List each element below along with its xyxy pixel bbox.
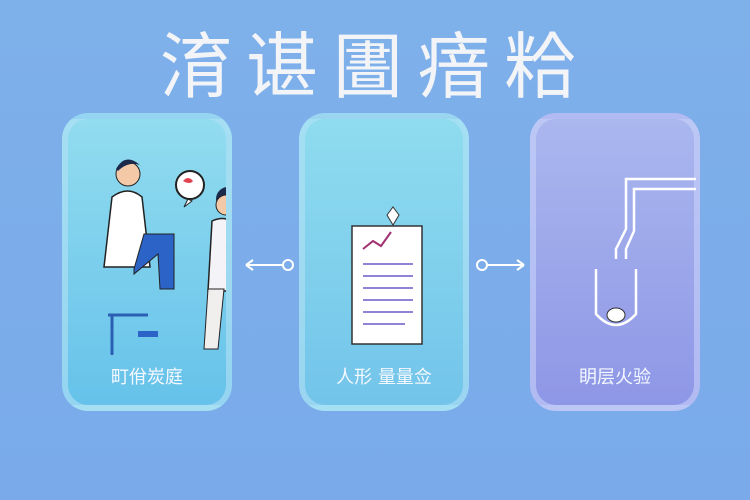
arrow-left-connector-icon xyxy=(245,259,294,271)
card-test[interactable]: 眀层火验 xyxy=(530,113,700,411)
card-label: 眀层火验 xyxy=(579,367,651,388)
arrow-right-connector-icon xyxy=(476,259,525,271)
card-label: 人形 量量佥 xyxy=(336,367,432,388)
card-report[interactable]: 人形 量量佥 xyxy=(299,113,469,411)
test-tube-icon xyxy=(594,177,696,327)
card-label: 町佾炭庭 xyxy=(111,367,183,388)
page-title: 淯谌圕瘖粭 xyxy=(159,25,590,109)
document-icon xyxy=(351,206,423,345)
doctor-patient-icon xyxy=(103,159,226,355)
card-consultation[interactable]: 町佾炭庭 xyxy=(62,113,232,411)
